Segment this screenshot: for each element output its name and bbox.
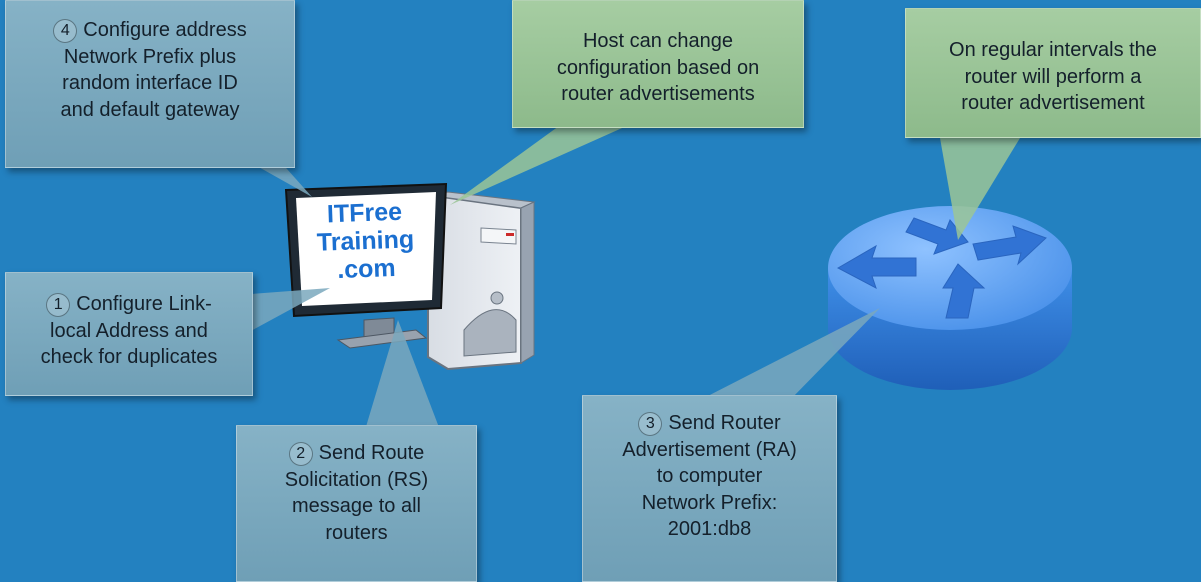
step-3-badge: 3 bbox=[638, 412, 663, 436]
step-3-line-5: 2001:db8 bbox=[667, 518, 752, 540]
callout-router-periodic: On regular intervals the router will per… bbox=[905, 8, 1201, 138]
step-2-line-2: Solicitation (RS) bbox=[284, 468, 429, 491]
step2-pointer bbox=[365, 320, 440, 430]
step-1-badge: 1 bbox=[46, 293, 71, 317]
step-4-line-4: and default gateway bbox=[60, 98, 240, 121]
router-periodic-pointer bbox=[940, 138, 1020, 240]
host-change-pointer bbox=[450, 118, 640, 205]
step-1-line-2: local Address and bbox=[50, 319, 208, 342]
host-change-line-1: Host can change bbox=[582, 30, 734, 52]
computer-icon bbox=[284, 182, 536, 370]
host-change-line-3: router advertisements bbox=[561, 83, 755, 105]
step-3-line-3: to computer bbox=[656, 465, 763, 487]
step-2-line-3: message to all bbox=[292, 495, 421, 517]
step-1-line-1: Configure Link- bbox=[76, 293, 212, 315]
callout-host-change: Host can change configuration based on r… bbox=[512, 0, 804, 128]
step-2-badge: 2 bbox=[288, 442, 313, 466]
step-2-line-4: routers bbox=[325, 521, 388, 544]
step-3-line-4: Network Prefix: bbox=[641, 491, 778, 514]
router-periodic-line-3: router advertisement bbox=[961, 92, 1145, 114]
step-4-line-2: Network Prefix plus bbox=[63, 45, 237, 68]
step3-pointer bbox=[700, 308, 880, 400]
step-4-badge: 4 bbox=[53, 19, 78, 43]
step-2-line-1: Send Route bbox=[318, 442, 425, 464]
step-3-line-2: Advertisement (RA) bbox=[622, 438, 797, 461]
step1-pointer bbox=[238, 288, 330, 338]
host-change-line-2: configuration based on bbox=[556, 56, 760, 79]
router-periodic-line-1: On regular intervals the bbox=[949, 39, 1157, 61]
router-periodic-line-2: router will perform a bbox=[964, 65, 1142, 88]
router-icon bbox=[828, 206, 1072, 390]
step-4-line-3: random interface ID bbox=[62, 72, 238, 94]
step-3-line-1: Send Router bbox=[668, 412, 781, 434]
step-1-line-3: check for duplicates bbox=[40, 346, 218, 368]
step-4-line-1: Configure address bbox=[83, 19, 247, 41]
